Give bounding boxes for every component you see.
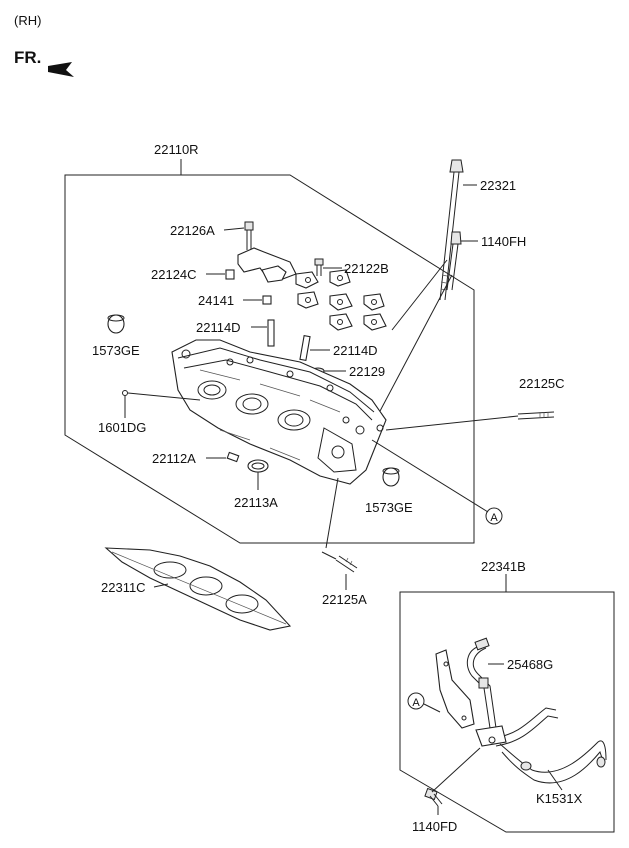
leader-22321-to-head <box>391 259 448 331</box>
valve-guide-22114D-b <box>299 335 311 361</box>
bolt-1140FD <box>424 787 443 807</box>
leader-ref-a-sub <box>423 703 441 713</box>
leader-1140FH-to-head <box>369 274 453 431</box>
label-22129: 22129 <box>349 364 385 379</box>
label-22110R: 22110R <box>154 142 199 157</box>
label-22113A: 22113A <box>234 495 278 510</box>
hose-25468G <box>466 637 497 729</box>
leader-22125C <box>385 415 519 431</box>
label-22126A: 22126A <box>170 223 215 238</box>
breather-connector <box>475 725 507 747</box>
label-1601DG: 1601DG <box>98 420 146 435</box>
stud-22125C <box>517 411 555 420</box>
front-label: FR. <box>14 48 41 67</box>
bolt-22126A <box>244 221 254 250</box>
dowel-24141 <box>262 295 272 305</box>
label-22124C: 22124C <box>151 267 197 282</box>
front-arrow-icon <box>48 62 74 77</box>
leader-22126A <box>223 227 245 231</box>
stud-22125A <box>335 555 358 573</box>
label-24141: 24141 <box>198 293 234 308</box>
pin-1601DG <box>122 390 128 396</box>
bolt-22122B <box>314 258 324 276</box>
ref-a-sub-letter: A <box>412 697 420 709</box>
leader-1601DG-to-head <box>127 392 201 401</box>
label-25468G: 25468G <box>507 657 553 672</box>
bracket <box>435 649 475 729</box>
dowel-22124C <box>225 269 235 280</box>
side-label: (RH) <box>14 13 41 28</box>
label-1573GE-right: 1573GE <box>365 500 413 515</box>
cylinder-head-body <box>171 339 387 485</box>
label-22321: 22321 <box>480 178 516 193</box>
hose-K1531X <box>493 707 607 784</box>
camshaft-bearing-caps <box>237 247 387 331</box>
label-1573GE-left: 1573GE <box>92 343 140 358</box>
leader-ref-a <box>371 439 489 513</box>
breather-assembly-frame <box>399 591 615 833</box>
leader-22311C <box>153 583 169 588</box>
bolt-1140FH <box>446 231 462 291</box>
ref-a-letter: A <box>490 512 498 524</box>
ref-a-circle <box>485 507 503 525</box>
ref-a-sub-circle <box>407 692 425 710</box>
plug-1573GE-left <box>107 314 125 334</box>
seal-ring-22113A <box>247 459 269 473</box>
bolt-22321 <box>439 159 464 301</box>
label-22122B: 22122B <box>344 261 389 276</box>
leader-K1531X <box>547 769 563 791</box>
label-22311C: 22311C <box>101 580 146 595</box>
label-22112A: 22112A <box>152 451 196 466</box>
cylinder-head-frame <box>64 174 475 544</box>
label-K1531X: K1531X <box>536 791 583 806</box>
head-gasket-22311C <box>104 547 292 631</box>
label-22114D-b: 22114D <box>333 343 378 358</box>
leader-head-to-22125A <box>325 477 339 549</box>
valve-guide-22114D-a <box>267 319 275 347</box>
leader-1140FD-to-connector <box>431 747 481 793</box>
leader-22125A <box>321 551 337 560</box>
label-22125A: 22125A <box>322 592 367 607</box>
label-22114D-a: 22114D <box>196 320 241 335</box>
label-1140FH: 1140FH <box>481 234 526 249</box>
plug-1573GE-right <box>382 467 400 487</box>
label-22341B: 22341B <box>481 559 526 574</box>
label-22125C: 22125C <box>519 376 565 391</box>
dowel-22112A <box>226 451 240 463</box>
label-1140FD: 1140FD <box>412 819 457 834</box>
